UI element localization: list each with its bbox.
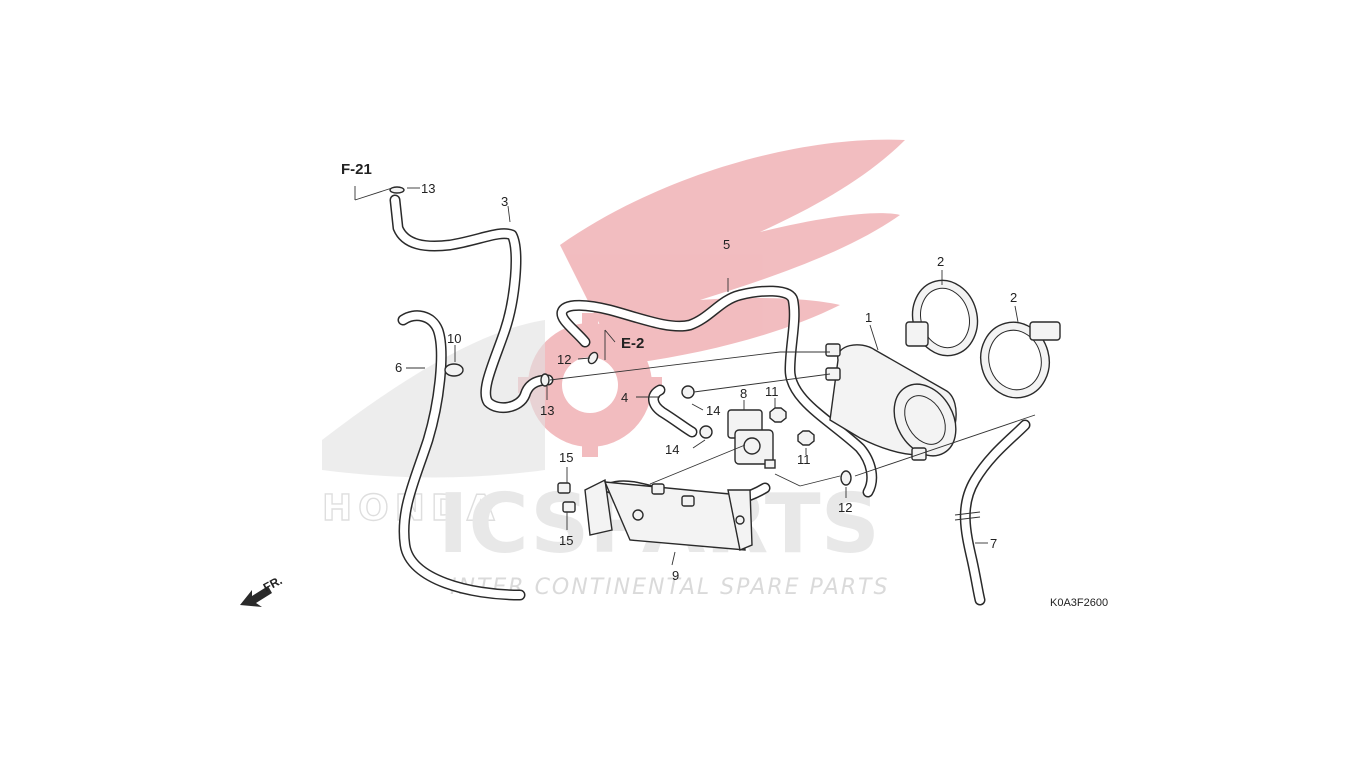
hose-4 (648, 384, 698, 438)
diagram-code: K0A3F2600 (1050, 597, 1108, 609)
callouts: 13 3 5 10 6 12 13 4 14 14 8 11 11 12 1 2… (395, 181, 1017, 583)
callout-13: 13 (421, 181, 435, 196)
callout-15: 15 (559, 450, 573, 465)
callout-11: 11 (765, 384, 779, 399)
arrow-down-left-icon (240, 586, 272, 607)
reference-e2: E-2 (621, 335, 644, 352)
callout-14: 14 (665, 442, 679, 457)
solenoid-valve (727, 409, 776, 469)
callout-5: 5 (723, 237, 730, 252)
hose-7 (954, 419, 1031, 606)
callout-15: 15 (559, 533, 573, 548)
callout-4: 4 (621, 390, 628, 405)
hose-5 (556, 285, 878, 498)
callout-2: 2 (937, 254, 944, 269)
bracket (584, 478, 753, 551)
wing-logo-icon (560, 139, 905, 365)
callout-12: 12 (838, 500, 852, 515)
callout-13: 13 (540, 403, 554, 418)
hose-3 (389, 194, 554, 414)
reference-f21: F-21 (341, 161, 372, 178)
callout-11: 11 (797, 452, 811, 467)
callout-1: 1 (865, 310, 872, 325)
callout-2: 2 (1010, 290, 1017, 305)
callout-10: 10 (447, 331, 461, 346)
leader-lines (354, 186, 1036, 566)
callout-7: 7 (990, 536, 997, 551)
callout-9: 9 (672, 568, 679, 583)
callout-6: 6 (395, 360, 402, 375)
callout-12: 12 (557, 352, 571, 367)
hardware (389, 186, 852, 513)
callout-14: 14 (706, 403, 720, 418)
band-b (980, 321, 1061, 399)
callout-8: 8 (740, 386, 747, 401)
hose-6 (397, 310, 526, 601)
callout-3: 3 (501, 194, 508, 209)
canister (825, 343, 957, 461)
front-direction-indicator: FR. (240, 573, 284, 607)
band-a (905, 279, 979, 357)
